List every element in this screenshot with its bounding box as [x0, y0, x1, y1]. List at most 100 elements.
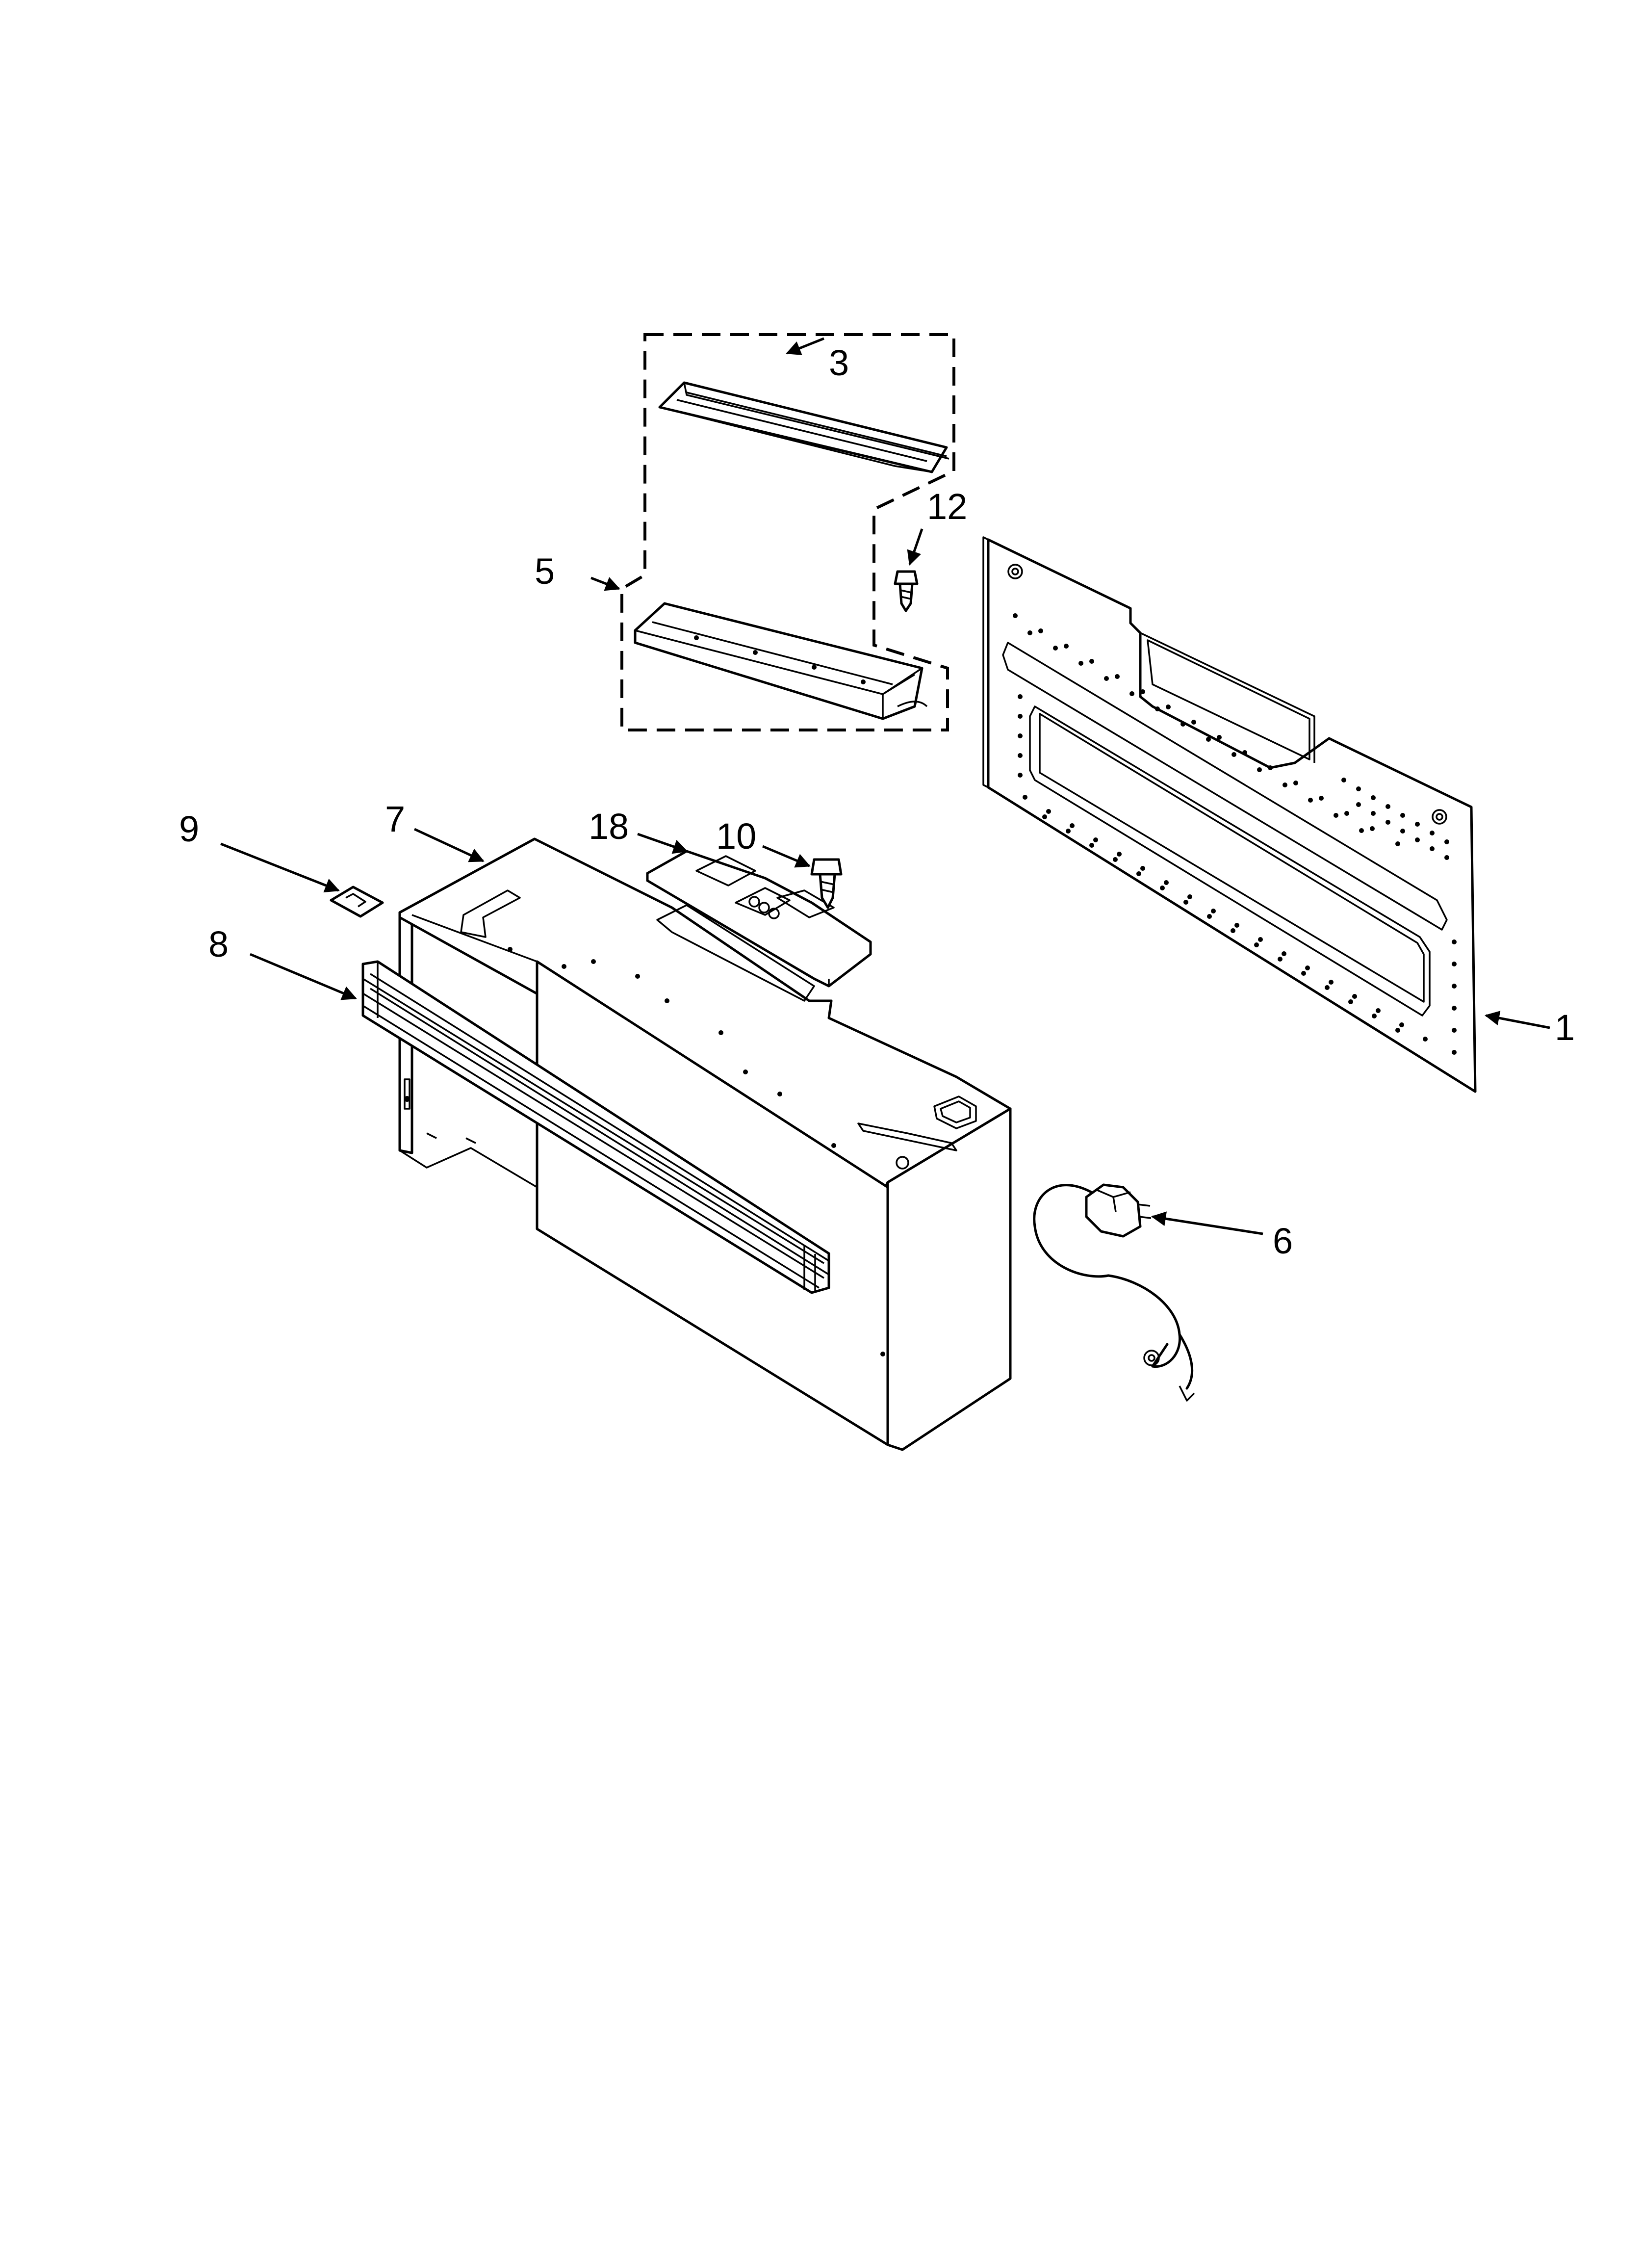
perforation-dot [1452, 1050, 1457, 1055]
perforation-dot [1164, 880, 1169, 885]
perforation-dot [1234, 923, 1239, 928]
perforation-dot [1452, 1006, 1457, 1011]
perforation-dot [1415, 837, 1420, 842]
perforation-dot [1254, 942, 1259, 947]
perforation-dot [1093, 837, 1098, 842]
perforation-dot [1042, 814, 1047, 819]
perforation-dot [1400, 829, 1405, 834]
perforation-dot [1104, 676, 1109, 681]
perforation-dot [1452, 984, 1457, 989]
perforation-dot [1395, 1028, 1400, 1033]
callout-1: 1 [1555, 1007, 1575, 1048]
callout-labels: 3 12 5 9 7 18 10 8 1 6 [179, 342, 1575, 1261]
perforation-dot [1258, 937, 1263, 942]
perforation-dot [1376, 1008, 1381, 1013]
perforation-dot [1018, 714, 1023, 719]
perforation-dot [1066, 829, 1071, 834]
part-5-tray [634, 602, 928, 720]
callout-6: 6 [1273, 1221, 1293, 1261]
perforation-dot [1371, 795, 1376, 800]
perforation-dot [1430, 831, 1435, 835]
callout-7: 7 [385, 799, 405, 839]
perforation-dot [1180, 722, 1185, 727]
part-12-screw [894, 570, 919, 612]
perforation-dot [1232, 752, 1236, 757]
perforation-dot [1352, 994, 1357, 999]
part-1-mounting-plate [982, 536, 1477, 1093]
perforation-dot [1242, 750, 1247, 755]
perforation-dot [1023, 795, 1027, 800]
perforation-dot [1283, 782, 1287, 787]
leader-arrows [220, 337, 1550, 1235]
perforation-dot [1113, 857, 1118, 862]
perforation-dot [1140, 866, 1145, 871]
perforation-dot [1018, 733, 1023, 738]
perforation-dot [1282, 951, 1286, 956]
part-group-5 [620, 333, 955, 731]
part-10-screw [810, 858, 843, 909]
perforation-dot [1115, 674, 1120, 679]
perforation-dot [1356, 802, 1361, 807]
perforation-dot [1117, 852, 1122, 857]
perforation-dot [1329, 980, 1334, 985]
perforation-dot [1278, 957, 1283, 962]
perforation-dot [1301, 971, 1306, 976]
part-18-bracket [646, 850, 872, 988]
perforation-dot [1308, 798, 1313, 803]
perforation-dot [1053, 646, 1058, 651]
perforation-dot [1046, 809, 1051, 814]
perforation-dot [1395, 841, 1400, 846]
perforation-dot [1341, 778, 1346, 782]
perforation-dot [1344, 811, 1349, 816]
perforation-dot [1348, 999, 1353, 1004]
perforation-dot [1268, 765, 1273, 770]
perforation-dot [1018, 773, 1023, 778]
perforation-dot [1206, 737, 1211, 742]
perforation-dot [1207, 914, 1212, 919]
perforation-dot [1371, 811, 1376, 816]
perforation-dot [1078, 661, 1083, 666]
part-3-top-trim [658, 381, 949, 473]
perforation-dot [1444, 839, 1449, 844]
perforation-dot [1070, 823, 1075, 828]
callout-12: 12 [927, 486, 967, 527]
perforation-dot [1018, 694, 1023, 699]
part-7-housing [398, 837, 1012, 1451]
perforation-dot [1166, 704, 1171, 709]
perforation-dot [1385, 820, 1390, 825]
perforation-dot [1038, 628, 1043, 633]
perforation-dot [1191, 720, 1196, 725]
callout-18: 18 [589, 806, 629, 847]
perforation-dot [1217, 735, 1222, 740]
perforation-dot [1430, 846, 1435, 851]
perforation-dot [1013, 613, 1018, 618]
perforation-dot [1334, 813, 1338, 818]
callout-5: 5 [535, 551, 555, 592]
perforation-dot [1160, 886, 1165, 890]
perforation-dot [1452, 962, 1457, 966]
perforation-dot [1319, 796, 1324, 801]
perforation-dot [1423, 1037, 1428, 1042]
perforation-dot [1372, 1014, 1377, 1018]
callout-10: 10 [716, 816, 756, 857]
perforation-dot [1187, 894, 1192, 899]
callout-3: 3 [829, 342, 849, 383]
perforation-dot [1293, 781, 1298, 785]
perforation-dot [1370, 826, 1375, 831]
perforation-dot [1211, 909, 1216, 913]
perforation-dot [1231, 928, 1235, 933]
perforation-dot [1356, 786, 1361, 791]
plate-perforations [1013, 613, 1457, 1055]
perforation-dot [1089, 659, 1094, 664]
perforation-dot [1399, 1022, 1404, 1027]
perforation-dot [1027, 630, 1032, 635]
perforation-dot [1400, 813, 1405, 818]
callout-8: 8 [208, 924, 229, 965]
part-6-power-cord [1033, 1183, 1195, 1402]
perforation-dot [1136, 871, 1141, 876]
part-9-clip [330, 886, 384, 918]
perforation-dot [1385, 804, 1390, 809]
perforation-dot [1089, 843, 1094, 848]
perforation-dot [1415, 822, 1420, 827]
